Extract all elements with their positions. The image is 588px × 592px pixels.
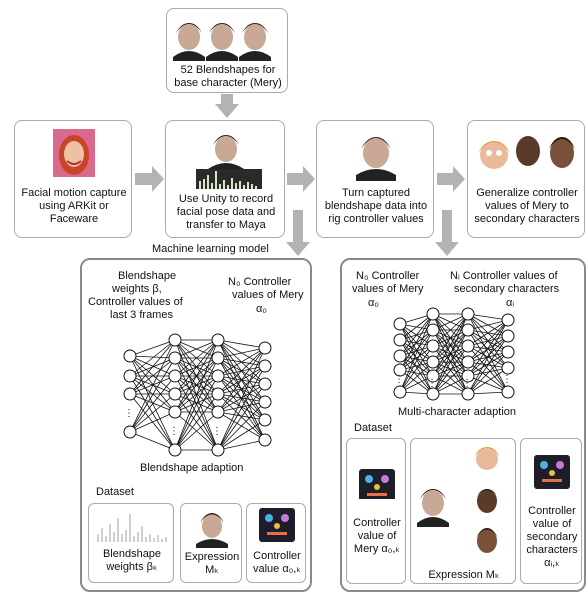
arrow-turn-generalize: [437, 166, 465, 192]
turn-box: Turn captured blendshape data into rig c…: [316, 120, 434, 238]
controller-card-left-text: Controller value α₀,ₖ: [252, 550, 302, 575]
secondary-controller-text-2: value of: [532, 518, 572, 530]
blendshapes-box: 52 Blendshapes for base character (Mery): [166, 8, 288, 93]
blendshapes-text: 52 Blendshapes for base character (Mery): [174, 64, 282, 89]
blendshape-weights-card: Blendshape weights βₖ: [88, 503, 174, 583]
arrow-unity-turn: [287, 166, 315, 192]
controller-card-secondary: Controller value of secondary characters…: [520, 438, 582, 584]
mery-capture-icon: [196, 135, 262, 189]
controller-card-mery: Controller value of Mery α₀,ₖ: [346, 438, 406, 584]
expression-card-left: Expression Mₖ: [180, 503, 242, 583]
right-input-label-3: α₀: [368, 297, 379, 309]
right-output-label-1: Nᵢ Controller values of: [450, 270, 558, 282]
left-input-label-1: Blendshape: [118, 270, 177, 282]
right-caption: Multi-character adaption: [398, 406, 517, 418]
mery-controller-text-3: Mery α₀,ₖ: [353, 543, 401, 555]
mery-controller-text-2: value of: [357, 530, 397, 542]
mery-controller-text-1: Controller: [353, 517, 401, 529]
capture-text: Facial motion capture using ARKit or Fac…: [21, 187, 127, 225]
secondary-controller-text-1: Controller: [528, 505, 576, 517]
expression-card-left-text: Expression Mₖ: [184, 551, 240, 576]
arrow-right-down: [435, 210, 459, 256]
turn-text: Turn captured blendshape data into rig c…: [324, 187, 428, 225]
capture-box: Facial motion capture using ARKit or Fac…: [14, 120, 132, 238]
controller-card-left: Controller value α₀,ₖ: [246, 503, 306, 583]
generalize-text: Generalize controller values of Mery to …: [474, 187, 580, 225]
right-dataset-label: Dataset: [354, 422, 392, 434]
right-output-label-2: secondary characters: [454, 283, 560, 295]
left-caption: Blendshape adaption: [140, 462, 244, 474]
mery-controller-icon: [359, 469, 395, 499]
left-output-label-3: α₀: [256, 303, 267, 315]
secondary-controller-icon: [534, 455, 570, 489]
arrow-top-down: [215, 94, 239, 118]
characters-expression-icon: [417, 447, 500, 553]
mery-expression-icon: [196, 513, 228, 548]
arrow-capture-unity: [135, 166, 164, 192]
left-input-label-4: last 3 frames: [110, 309, 173, 321]
weights-card-text: Blendshape weights βₖ: [102, 548, 162, 573]
rig-controller-icon: [259, 508, 295, 542]
right-input-label-1: N₀ Controller: [356, 270, 420, 282]
mery-rig-icon: [356, 137, 396, 181]
right-input-label-2: values of Mery: [352, 283, 424, 295]
left-output-label-1: N₀ Controller: [228, 276, 292, 288]
unity-text: Use Unity to record facial pose data and…: [176, 193, 276, 231]
secondary-controller-text-5: αᵢ,ₖ: [544, 557, 560, 569]
secondary-characters-icon: [478, 136, 575, 169]
secondary-controller-text-3: secondary: [526, 531, 578, 543]
ml-label: Machine learning model: [152, 243, 269, 255]
expression-card-right: Expression Mₖ: [410, 438, 516, 584]
expression-card-right-text: Expression Mₖ: [428, 569, 500, 581]
woman-face-icon: [53, 129, 95, 177]
left-input-label-2: weights β,: [112, 283, 162, 295]
right-output-label-3: αᵢ: [506, 297, 515, 309]
weights-histogram-icon: [97, 514, 167, 542]
left-dataset-label: Dataset: [96, 486, 134, 498]
secondary-controller-text-4: characters: [526, 544, 578, 556]
left-input-label-3: Controller values of: [88, 296, 183, 308]
generalize-box: Generalize controller values of Mery to …: [467, 120, 585, 238]
arrow-ml-down: [286, 210, 310, 256]
mery-faces-icon: [173, 23, 271, 61]
unity-box: Use Unity to record facial pose data and…: [165, 120, 285, 238]
left-output-label-2: values of Mery: [232, 289, 304, 301]
